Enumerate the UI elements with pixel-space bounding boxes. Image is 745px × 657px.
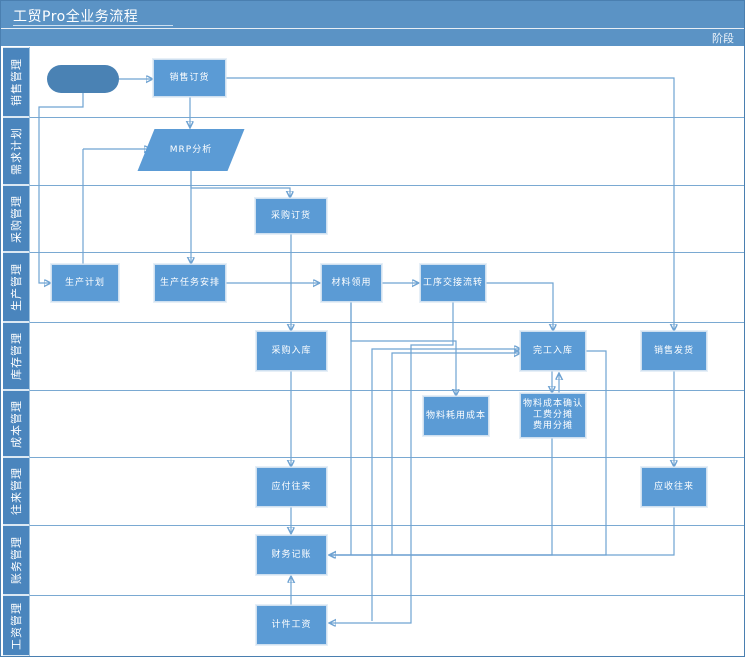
- lane-label-column: 销售管理 需求计划 采购管理 生产管理 库存管理 成本管理 往来管理 账务管理 …: [3, 47, 29, 656]
- lane-separator: [30, 117, 744, 118]
- edge-cost-bus-a: [371, 349, 521, 621]
- lane-separator: [30, 390, 744, 391]
- node-label: 销售发货: [653, 345, 694, 356]
- node-label: 生产任务安排: [159, 277, 220, 288]
- edge-process-flow-to-finish-in: [486, 282, 553, 331]
- page-title: 工贸Pro全业务流程: [13, 9, 139, 25]
- lane-label-demand: 需求计划: [3, 117, 29, 185]
- phase-label: 阶段: [712, 32, 734, 45]
- lane-separator: [30, 595, 744, 596]
- node-purchase-in[interactable]: 采购入库: [256, 331, 327, 371]
- edge-mrp-to-purchase-order: [190, 171, 290, 198]
- lane-label-sales: 销售管理: [3, 47, 29, 117]
- node-label: 完工入库: [532, 345, 573, 356]
- node-mat-cost[interactable]: 物料耗用成本: [423, 396, 489, 436]
- node-prod-task[interactable]: 生产任务安排: [154, 264, 226, 302]
- node-piece-wage[interactable]: 计件工资: [256, 605, 327, 645]
- lane-label-ar-ap: 往来管理: [3, 457, 29, 525]
- node-label: 应收往来: [653, 481, 694, 492]
- node-cost-confirm[interactable]: 物料成本确认 工费分摊 费用分摊: [520, 393, 586, 438]
- edge-receivable-to-bookkeeping: [329, 507, 675, 555]
- edge-sales-order-to-sales-out: [226, 77, 674, 331]
- node-sales-order[interactable]: 销售订货: [153, 59, 226, 97]
- lane-label-payroll: 工资管理: [3, 595, 29, 656]
- node-label: 计件工资: [271, 619, 312, 630]
- node-label: 材料领用: [331, 277, 372, 288]
- edge-process-flow-to-piece-wage: [329, 301, 454, 623]
- phase-bar: 阶段: [1, 29, 744, 46]
- lane-separator: [30, 525, 744, 526]
- lane-label-cost: 成本管理: [3, 390, 29, 457]
- edge-finish-in-to-bookkeeping: [329, 350, 607, 555]
- node-label: 采购入库: [271, 345, 312, 356]
- title-underline: [13, 25, 173, 26]
- lane-label-inventory: 库存管理: [3, 322, 29, 390]
- lane-separator: [30, 457, 744, 458]
- node-process-flow[interactable]: 工序交接流转: [420, 264, 486, 302]
- node-label: 应付往来: [271, 481, 312, 492]
- lane-label-accounting: 账务管理: [3, 525, 29, 595]
- node-finish-in[interactable]: 完工入库: [520, 331, 586, 371]
- node-bookkeeping[interactable]: 财务记账: [256, 535, 327, 575]
- node-label: 物料成本确认 工费分摊 费用分摊: [522, 399, 583, 431]
- lane-separator: [30, 185, 744, 186]
- edge-start-to-prod-plan: [38, 93, 84, 283]
- node-start[interactable]: [47, 65, 119, 93]
- node-label: 工序交接流转: [422, 277, 483, 288]
- node-label: 销售订货: [169, 72, 210, 83]
- node-material-issue[interactable]: 材料领用: [321, 264, 382, 302]
- node-receivable[interactable]: 应收往来: [641, 467, 707, 507]
- title-bar: 工贸Pro全业务流程: [1, 1, 744, 29]
- node-prod-plan[interactable]: 生产计划: [51, 264, 119, 302]
- node-label: 财务记账: [271, 549, 312, 560]
- node-label: 物料耗用成本: [425, 410, 486, 421]
- node-label: MRP分析: [169, 144, 213, 155]
- edge-cost-confirm-to-bookkeeping: [329, 436, 553, 555]
- node-payable[interactable]: 应付往来: [256, 467, 327, 507]
- node-purchase-order[interactable]: 采购订货: [255, 198, 327, 234]
- node-sales-out[interactable]: 销售发货: [641, 331, 707, 371]
- node-mrp[interactable]: MRP分析: [137, 129, 245, 171]
- node-label: 采购订货: [270, 210, 311, 221]
- edge-cost-bus-b: [391, 353, 521, 555]
- lane-label-purchasing: 采购管理: [3, 185, 29, 252]
- lane-separator: [30, 322, 744, 323]
- lane-label-production: 生产管理: [3, 252, 29, 322]
- node-label: 生产计划: [64, 277, 105, 288]
- lane-separator: [30, 252, 744, 253]
